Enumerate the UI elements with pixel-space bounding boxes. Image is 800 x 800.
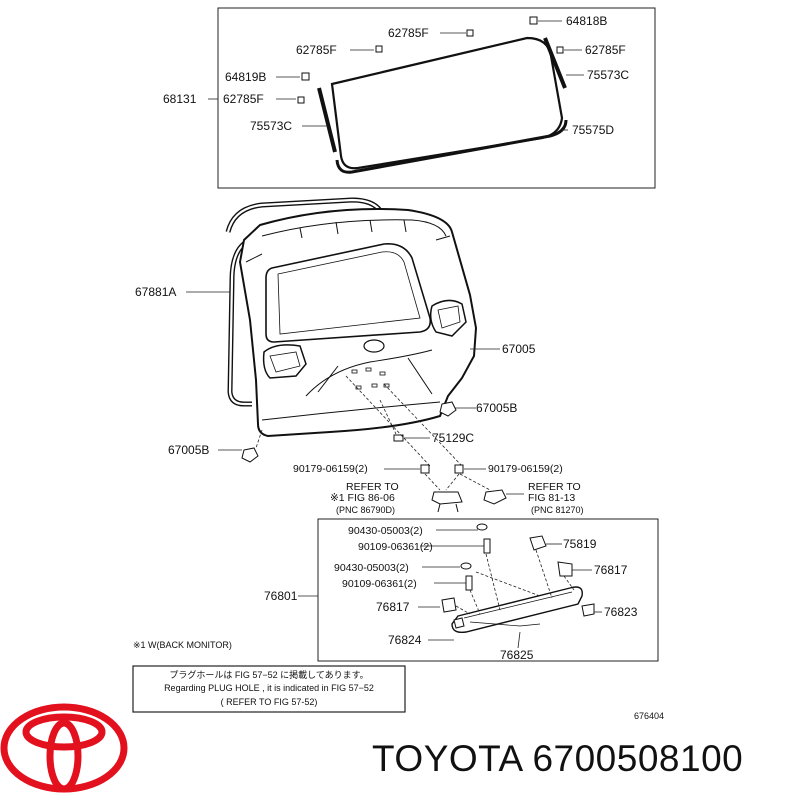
footnote: ※1 W(BACK MONITOR)	[133, 640, 232, 650]
part-label: 90109-06361(2)	[342, 578, 417, 590]
door-window-opening	[265, 242, 432, 343]
part-label: 62785F	[585, 43, 626, 57]
garnish-bar	[451, 586, 583, 634]
part-label: 75575D	[572, 123, 614, 137]
cushion-icon	[241, 447, 259, 463]
washer-icon	[476, 523, 488, 531]
notice-box: プラグホールは FIG 57−52 に掲載してあります。 Regarding P…	[132, 665, 406, 713]
part-label: 75819	[563, 537, 597, 551]
refer-text: FIG 81-13	[528, 492, 575, 504]
garnish-frame	[317, 518, 659, 662]
part-label: 67005B	[476, 401, 517, 415]
part-label: 76824	[388, 633, 422, 647]
window-glass	[330, 36, 564, 170]
part-label: 62785F	[388, 26, 429, 40]
part-label: 67005	[502, 342, 536, 356]
clip-icon	[466, 29, 474, 37]
lower-moulding	[335, 119, 568, 174]
clip-icon	[375, 45, 383, 53]
refer-text: (PNC 86790D)	[336, 505, 395, 515]
screw-icon	[465, 575, 473, 591]
clip-icon	[453, 617, 465, 629]
part-label: 75573C	[250, 119, 292, 133]
clip-icon	[393, 434, 404, 442]
cushion-icon	[439, 401, 457, 417]
refer-text: (PNC 81270)	[531, 505, 584, 515]
part-label: 75573C	[587, 68, 629, 82]
notice-line: ( REFER TO FIG 57-52)	[221, 697, 318, 707]
clip-icon	[529, 535, 547, 551]
part-label: 64818B	[566, 14, 607, 28]
part-label: 62785F	[296, 43, 337, 57]
brand-name: TOYOTA	[372, 738, 522, 779]
emblem-icon	[363, 339, 385, 353]
clip-icon	[556, 46, 564, 54]
toyota-logo-icon	[0, 703, 128, 793]
garnish-section: 90430-05003(2) 90109-06361(2) 90430-0500…	[264, 518, 659, 662]
washer-icon	[460, 562, 472, 570]
side-moulding-right	[543, 37, 567, 89]
part-label: 76817	[376, 600, 410, 614]
clip-icon	[297, 96, 305, 104]
part-label: 62785F	[223, 92, 264, 106]
clip-icon	[301, 72, 310, 81]
bolt-icon	[420, 464, 430, 474]
fastener-section: 90179-06159(2) 90179-06159(2) REFER TO ※…	[293, 463, 584, 515]
clip-icon	[557, 561, 573, 577]
switch-icon	[483, 489, 507, 505]
lamp-opening-left	[262, 344, 307, 379]
part-label: 90430-05003(2)	[334, 562, 409, 574]
part-label: 76825	[500, 648, 534, 662]
notice-line: Regarding PLUG HOLE , it is indicated in…	[164, 683, 374, 693]
refer-text: REFER TO	[528, 481, 581, 493]
part-label: 90179-06159(2)	[488, 463, 563, 475]
part-label: 76817	[594, 563, 628, 577]
part-label: 67881A	[135, 285, 176, 299]
refer-text: REFER TO	[346, 481, 399, 493]
side-moulding-left	[317, 87, 337, 153]
camera-icon	[431, 491, 463, 505]
window-glass-section: 62785F 62785F 64818B 62785F 64819B 75573…	[163, 7, 656, 189]
part-label: 67005B	[168, 443, 209, 457]
refer-text: ※1 FIG 86-06	[330, 492, 395, 504]
part-label: 75129C	[432, 431, 474, 445]
clip-icon	[529, 16, 538, 25]
clip-icon	[581, 603, 595, 617]
part-label: 90430-05003(2)	[348, 525, 423, 537]
part-label: 90109-06361(2)	[358, 541, 433, 553]
part-label: 68131	[163, 92, 197, 106]
window-glass-frame	[217, 7, 656, 189]
back-door-section: 67881A 67005 67005B 67005B 75129C	[135, 197, 536, 467]
figure-number: 676404	[634, 711, 664, 721]
screw-icon	[483, 538, 491, 554]
part-label: 64819B	[225, 70, 266, 84]
notice-line: プラグホールは FIG 57−52 に掲載してあります。	[169, 669, 368, 680]
brand-caption: TOYOTA 6700508100	[372, 738, 743, 780]
part-number: 6700508100	[532, 738, 744, 779]
part-label: 76801	[264, 589, 298, 603]
part-label: 90179-06159(2)	[293, 463, 368, 475]
part-label: 76823	[604, 605, 638, 619]
bolt-icon	[454, 464, 464, 474]
clip-icon	[441, 597, 457, 613]
